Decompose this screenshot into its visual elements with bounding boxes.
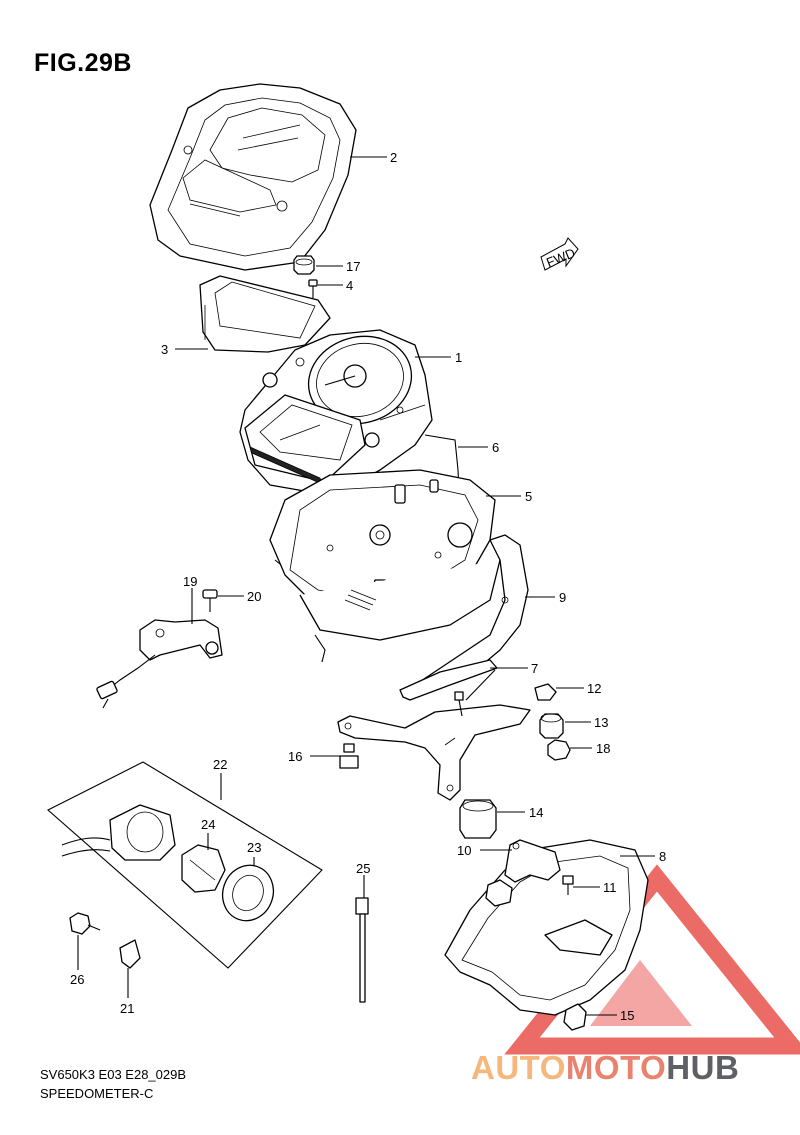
callout-3: 3 [161,342,168,357]
fwd-arrow-icon: FWD [540,237,579,271]
callout-21: 21 [120,1001,134,1016]
bulb-socket [61,804,176,861]
callout-11: 11 [603,880,617,895]
figure-title: FIG.29B [34,49,132,77]
callout-26: 26 [70,972,84,987]
callout-24: 24 [201,817,215,832]
part-1-meter-assembly [239,329,433,493]
bolt-near-part-7 [454,691,464,717]
part-12-clip [534,683,557,701]
part-23-ring [221,864,275,922]
callout-9: 9 [559,590,566,605]
part-20-bolt [202,589,218,612]
callout-1: 1 [455,350,462,365]
part-4-screw [308,279,318,298]
callout-15: 15 [620,1008,634,1023]
callout-12: 12 [587,681,601,696]
grille [344,589,377,611]
callout-8: 8 [659,849,666,864]
part-14-grommet [459,799,497,839]
callout-25: 25 [356,861,370,876]
callout-19: 19 [183,574,197,589]
part-16-bolt [339,743,359,769]
mounting-bracket [337,704,531,801]
callout-10: 10 [457,843,471,858]
part-21-clip [119,939,141,969]
part-25-cable-tie [355,897,369,1003]
part-17-grommet [293,255,315,275]
callout-18: 18 [596,741,610,756]
callout-2: 2 [390,150,397,165]
part-15-clip [563,1003,587,1031]
callout-7: 7 [531,661,538,676]
leader-lines [77,156,655,1016]
callout-5: 5 [525,489,532,504]
part-22-bulb-kit-box [47,761,323,969]
callout-20: 20 [247,589,261,604]
part-26-screw [69,912,101,935]
callout-labels: 1 2 3 4 5 6 7 8 9 10 11 12 13 14 15 16 1… [70,150,666,1023]
callout-6: 6 [492,440,499,455]
fwd-badge-label: FWD [544,245,577,270]
callout-23: 23 [247,840,261,855]
part-7-bracket-strip [399,659,498,701]
watermark-part-moto: MOTO [565,1049,667,1086]
callout-14: 14 [529,805,543,820]
part-19-sensor-bracket [96,619,223,709]
callout-17: 17 [346,259,360,274]
watermark-logo: AUTOMOTOHUB [471,1049,739,1087]
callout-16: 16 [288,749,302,764]
model-code: SV650K3 E03 E28_029B [40,1067,187,1082]
figure-subtitle: SPEEDOMETER-C [40,1086,154,1101]
watermark-part-hub: HUB [666,1049,740,1086]
part-18-nut [547,739,571,761]
part-5-meter-case [269,469,501,663]
part-10-stay [485,839,561,907]
part-13-rubber-mount [539,713,564,739]
watermark-part-auto: AUTO [471,1049,566,1086]
part-3-lens-panel [199,275,331,353]
callout-13: 13 [594,715,608,730]
callout-4: 4 [346,278,353,293]
part-24-bulb [181,844,226,893]
part-2-meter-cover [149,83,357,271]
callout-22: 22 [213,757,227,772]
part-11-bolt [562,875,574,895]
